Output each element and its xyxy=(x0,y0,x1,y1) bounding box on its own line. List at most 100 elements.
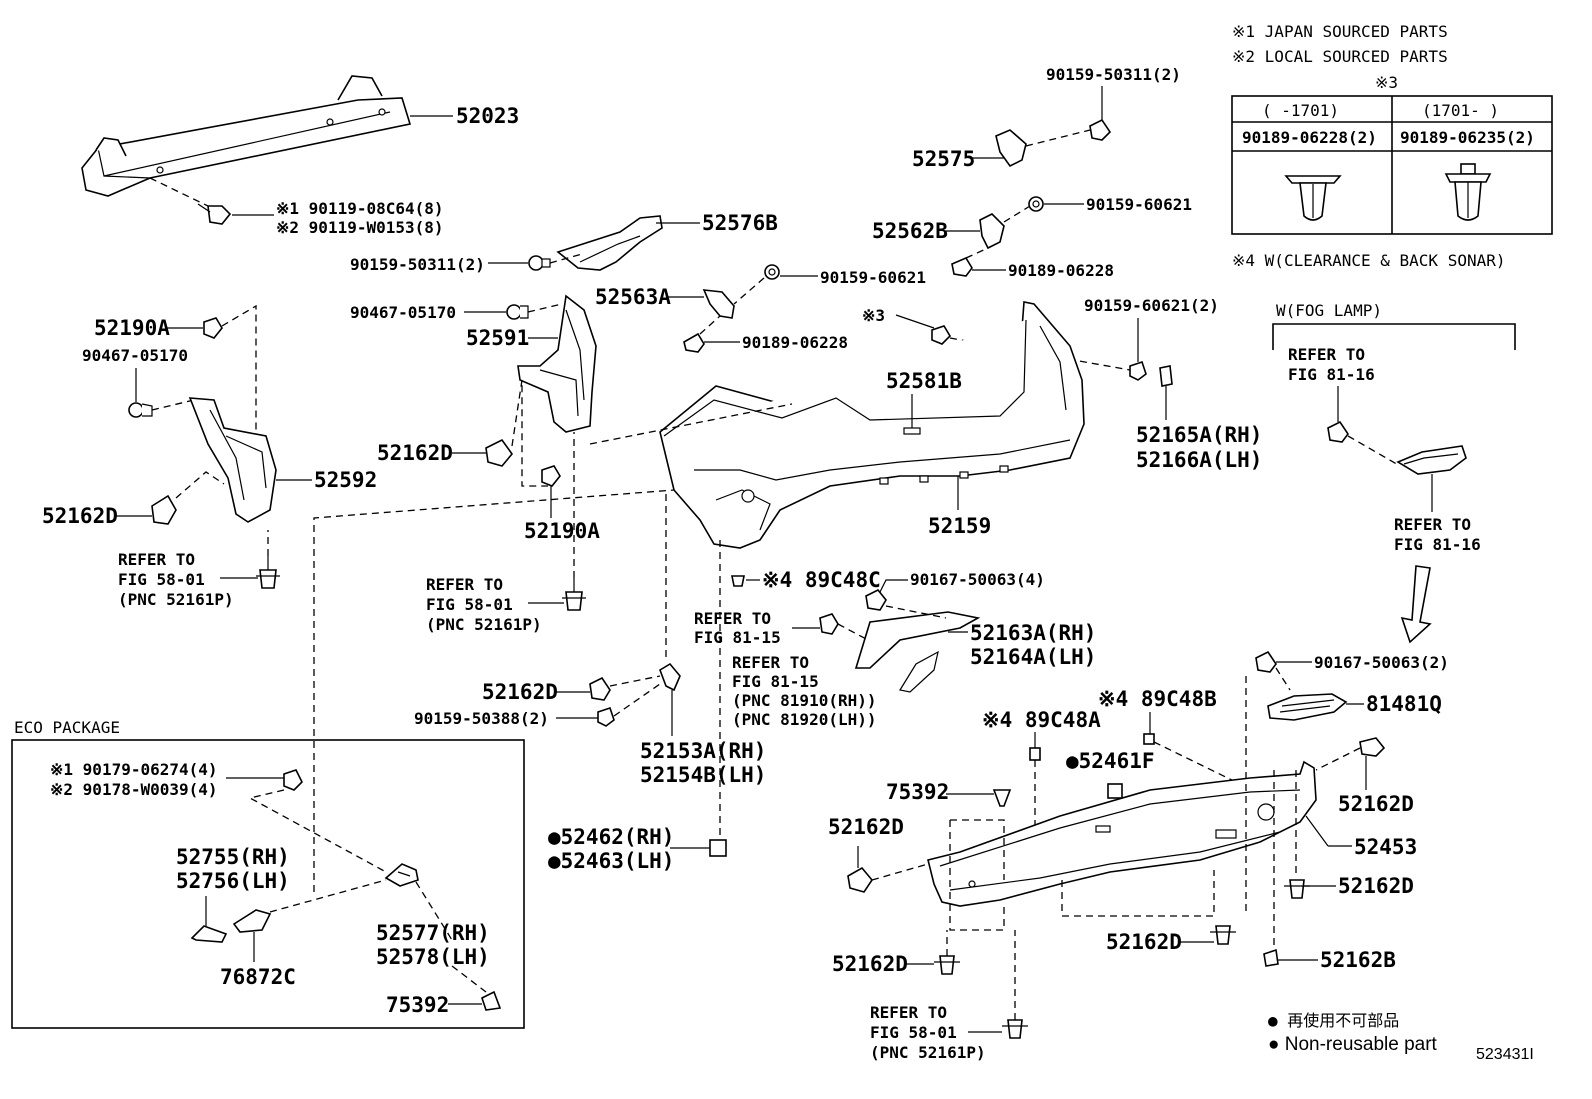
label-52190a-mid: 52190A xyxy=(524,519,600,543)
fog-lamp-bracket xyxy=(1272,323,1516,350)
label-52162d-right1: 52162D xyxy=(828,815,904,839)
label-52162d-right4: 52162D xyxy=(1106,930,1182,954)
impact-beam-52023 xyxy=(81,75,412,197)
label-ref58-mid-1: REFER TO xyxy=(426,575,503,594)
clip-note3 xyxy=(931,325,952,345)
pin-52161p-right xyxy=(1002,1019,1028,1039)
label-fog-ref2-b: FIG 81-16 xyxy=(1394,535,1481,554)
label-90159-50311-mid: 90159-50311(2) xyxy=(350,255,485,274)
clip-table-col2-part: 90189-06235(2) xyxy=(1400,128,1535,147)
pin-52162d-right3 xyxy=(1284,879,1310,899)
nut-90159-60621-b xyxy=(1028,196,1044,212)
nut-52190a-mid xyxy=(541,465,561,487)
clip-75392-right xyxy=(992,789,1012,807)
label-52581b: 52581B xyxy=(886,369,962,393)
label-52023: 52023 xyxy=(456,104,519,128)
label-75392-right: 75392 xyxy=(886,780,949,804)
label-eco-90178: ※2 90178-W0039(4) xyxy=(50,780,218,799)
label-52162d-right5: 52162D xyxy=(832,952,908,976)
clip-90467-left xyxy=(128,402,153,418)
label-52162d-right3: 52162D xyxy=(1338,874,1414,898)
note-local-sourced: ※2 LOCAL SOURCED PARTS xyxy=(1232,47,1448,66)
label-90189-06228-b: 90189-06228 xyxy=(1008,261,1114,280)
label-52153a: 52153A(RH) xyxy=(640,739,766,763)
fog-lamp xyxy=(1396,445,1467,475)
bracket-eco-52577 xyxy=(384,863,419,887)
label-52190a-left: 52190A xyxy=(94,316,170,340)
clip-table-col1-part: 90189-06228(2) xyxy=(1242,128,1377,147)
label-ref81-b-2: FIG 81-15 xyxy=(732,672,819,691)
label-ref58-left-1: REFER TO xyxy=(118,550,195,569)
label-ref58-right-2: FIG 58-01 xyxy=(870,1023,957,1042)
pin-52161p-mid xyxy=(562,578,586,611)
label-52162b: 52162B xyxy=(1320,948,1396,972)
label-52163a: 52163A(RH) xyxy=(970,621,1096,645)
clip-52162d-left xyxy=(151,494,177,525)
bracket-52563a xyxy=(702,289,735,319)
label-52462: ●52462(RH) xyxy=(548,825,674,849)
label-52162d-center: 52162D xyxy=(482,680,558,704)
clip-90167-4 xyxy=(865,588,887,611)
install-arrow xyxy=(1400,565,1432,644)
bracket-52591 xyxy=(517,294,597,433)
reflector-52163a xyxy=(854,611,981,693)
label-52154b: 52154B(LH) xyxy=(640,763,766,787)
pad-52462 xyxy=(709,839,727,857)
clip-90189-06228-a xyxy=(683,332,705,353)
clip-90467-mid xyxy=(506,304,529,320)
label-ref58-mid-3: (PNC 52161P) xyxy=(426,615,542,634)
label-fog-ref2-a: REFER TO xyxy=(1394,515,1471,534)
label-52162d-mid: 52162D xyxy=(377,441,453,465)
bracket-52562b xyxy=(979,213,1005,250)
label-fog-ref1-b: FIG 81-16 xyxy=(1288,365,1375,384)
nut-90159-60621-a xyxy=(764,264,780,280)
label-52575: 52575 xyxy=(912,147,975,171)
lower-cover-52453 xyxy=(927,760,1317,907)
socket-ref81-a xyxy=(819,613,839,635)
label-fog-ref1-a: REFER TO xyxy=(1288,345,1365,364)
label-52563a: 52563A xyxy=(595,285,671,309)
sensor-89c48a xyxy=(1029,747,1041,761)
label-eco-76872c: 76872C xyxy=(220,965,296,989)
fog-lamp-heading: W(FOG LAMP) xyxy=(1276,301,1382,320)
retainer-52165a xyxy=(1159,365,1173,387)
bumper-mount-tabs xyxy=(879,465,1009,485)
label-52159: 52159 xyxy=(928,514,991,538)
clip-variant-table: ( -1701) (1701- ) 90189-06228(2) 90189-0… xyxy=(1231,95,1553,235)
label-52162d-left: 52162D xyxy=(42,504,118,528)
label-90167-2: 90167-50063(2) xyxy=(1314,653,1449,672)
label-eco-52577: 52577(RH) xyxy=(376,921,490,945)
fog-bezel-81481q xyxy=(1267,693,1348,721)
legend-non-reusable-en: ● Non-reusable part xyxy=(1268,1034,1438,1055)
bumper-cover-52159 xyxy=(659,301,1085,549)
label-ref58-left-2: FIG 58-01 xyxy=(118,570,205,589)
label-52576b: 52576B xyxy=(702,211,778,235)
clip-90189-06228-b xyxy=(951,256,973,277)
label-89c48c: ※4 89C48C xyxy=(762,568,881,592)
label-90167-4: 90167-50063(4) xyxy=(910,570,1045,589)
label-ref58-right-1: REFER TO xyxy=(870,1003,947,1022)
label-52162d-right2: 52162D xyxy=(1338,792,1414,816)
eco-package-box xyxy=(11,739,525,1029)
socket-fog xyxy=(1327,420,1349,443)
label-52461f: ●52461F xyxy=(1066,749,1155,773)
label-90159-60621-b: 90159-60621 xyxy=(1086,195,1192,214)
diagram-id: 523431I xyxy=(1476,1046,1534,1063)
nut-90159-50311-mid xyxy=(528,255,551,271)
label-90159-50311-top: 90159-50311(2) xyxy=(1046,65,1181,84)
pin-52162d-right4 xyxy=(1210,925,1236,945)
bolt-90119 xyxy=(197,203,232,225)
label-52453: 52453 xyxy=(1354,835,1417,859)
pin-52162d-right5 xyxy=(934,955,960,975)
label-52166a: 52166A(LH) xyxy=(1136,448,1262,472)
label-52562b: 52562B xyxy=(872,219,948,243)
label-89c48b: ※4 89C48B xyxy=(1098,687,1217,711)
clip-52162b xyxy=(1263,948,1279,967)
note-3: ※3 xyxy=(1375,73,1398,92)
label-52592: 52592 xyxy=(314,468,377,492)
clip-90167-2 xyxy=(1255,650,1277,673)
label-eco-75392: 75392 xyxy=(386,993,449,1017)
label-90159-50388: 90159-50388(2) xyxy=(414,709,549,728)
label-90189-06228-a: 90189-06228 xyxy=(742,333,848,352)
label-ref58-left-3: (PNC 52161P) xyxy=(118,590,234,609)
